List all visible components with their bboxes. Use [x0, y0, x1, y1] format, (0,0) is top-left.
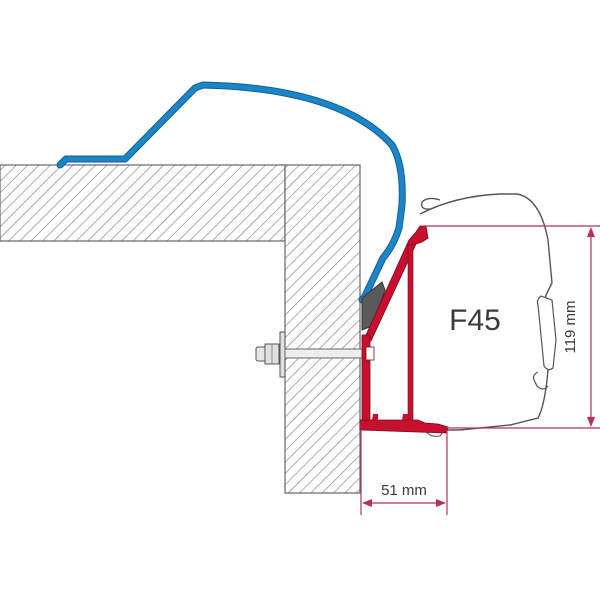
- roof-section: [0, 164, 286, 242]
- wall-section: [284, 164, 361, 494]
- awning-model-label: F45: [449, 304, 501, 337]
- depth-dimension-label: 51 mm: [381, 482, 427, 499]
- awning-hook: [420, 197, 441, 210]
- height-dimension-label: 119 mm: [562, 300, 579, 353]
- depth-dimension: [360, 425, 448, 515]
- mounting-bracket: [359, 225, 449, 434]
- height-dimension: [424, 225, 600, 429]
